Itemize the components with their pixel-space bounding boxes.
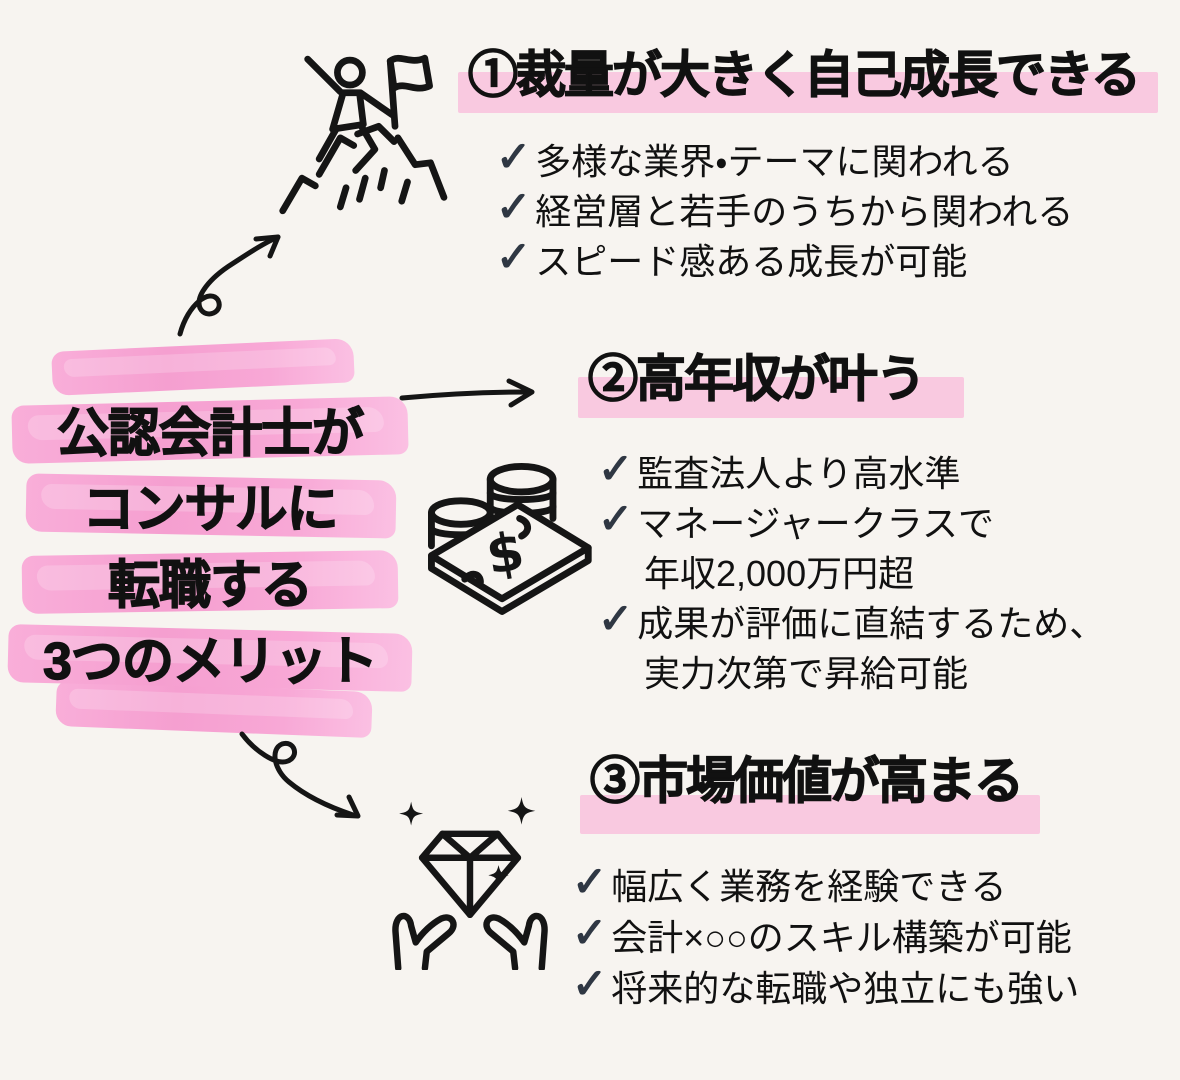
section-1-checklist: ✓ 多様な業界・テーマに関われる ✓ 経営層と若手のうちから関われる ✓ スピー… [496,134,1073,284]
checklist-item-text: スピード感ある成長が可能 [535,241,968,282]
checklist-item: ✓ 将来的な転職や独立にも強い [572,960,1079,1011]
checklist-item: ✓ スピード感ある成長が可能 [496,234,1073,284]
checklist-item-text: 年収2,000万円超 [644,553,915,594]
checklist-item-continuation: 年収2,000万円超 [598,546,1105,596]
main-title-text: コンサルに [82,480,339,539]
section-1-heading: ①裁量が大きく自己成長できる [467,47,1141,103]
section-3-heading: ③市場価値が高まる [589,753,1024,809]
checklist-item: ✓ 経営層と若手のうちから関われる [496,184,1073,234]
checklist-item-text: 実力次第で昇給可能 [644,653,969,694]
section-2-highlight-bar [578,377,964,418]
check-icon: ✓ [572,857,608,905]
mountain-summit-flag-icon [262,38,457,230]
checklist-item: ✓ 成果が評価に直結するため、 [598,596,1105,646]
main-title-line-2: コンサルに [22,466,398,542]
checklist-item: ✓ マネージャークラスで [598,496,1105,546]
diamond-in-hands-icon [378,786,562,970]
section-2-heading: ②高年収が叶う [587,351,926,407]
checklist-item-text: 会計×○○のスキル構築が可能 [611,916,1072,958]
main-title-text: 転職する [107,556,313,615]
checklist-item-text: 経営層と若手のうちから関われる [535,191,1074,232]
check-icon: ✓ [598,595,634,642]
main-title-line-4: 3つのメリット [7,618,413,694]
section-3-checklist: ✓ 幅広く業務を経験できる ✓ 会計×○○のスキル構築が可能 ✓ 将来的な転職や… [572,858,1079,1011]
check-icon: ✓ [496,183,532,230]
main-title-line-3: 転職する [21,542,399,618]
main-title-text: 公認会計士が [56,404,364,463]
section-1-highlight-bar [458,72,1158,113]
coins-banknote-icon: $ [402,440,602,636]
arrow-to-section-3-icon [232,716,377,828]
checklist-item-text: 成果が評価に直結するため、 [637,603,1106,644]
section-2-checklist: ✓ 監査法人より高水準 ✓ マネージャークラスで 年収2,000万円超 ✓ 成果… [598,446,1105,696]
checklist-item-continuation: 実力次第で昇給可能 [598,646,1105,696]
main-title: 公認会計士が コンサルに 転職する 3つのメリット [7,338,413,739]
checklist-item-text: 多様な業界・テーマに関われる [535,141,1014,182]
checklist-item-text: 監査法人より高水準 [637,453,961,494]
checklist-item: ✓ 会計×○○のスキル構築が可能 [572,909,1079,960]
checklist-item: ✓ 監査法人より高水準 [598,446,1105,496]
checklist-item-text: マネージャークラスで [637,503,994,544]
check-icon: ✓ [572,959,608,1007]
check-icon: ✓ [572,908,608,956]
checklist-item-text: 幅広く業務を経験できる [611,865,1007,907]
arrow-to-section-1-icon [150,222,290,340]
arrow-to-section-2-icon [396,378,546,412]
checklist-item: ✓ 幅広く業務を経験できる [572,858,1079,909]
check-icon: ✓ [598,495,634,542]
check-icon: ✓ [496,233,532,280]
highlighter-stroke [51,338,355,396]
check-icon: ✓ [598,445,634,492]
section-3-highlight-bar [580,795,1040,834]
main-title-line-1: 公認会計士が [11,390,409,466]
main-title-text: 3つのメリット [42,632,378,691]
checklist-item: ✓ 多様な業界・テーマに関われる [496,134,1073,184]
check-icon: ✓ [496,133,532,180]
checklist-item-text: 将来的な転職や独立にも強い [611,967,1080,1009]
